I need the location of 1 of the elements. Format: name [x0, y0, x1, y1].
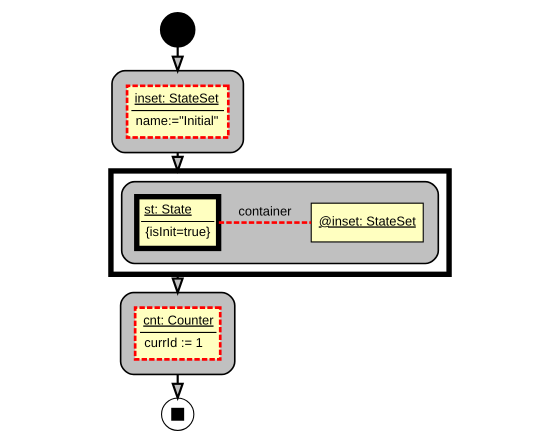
edge-label: container [238, 204, 291, 219]
